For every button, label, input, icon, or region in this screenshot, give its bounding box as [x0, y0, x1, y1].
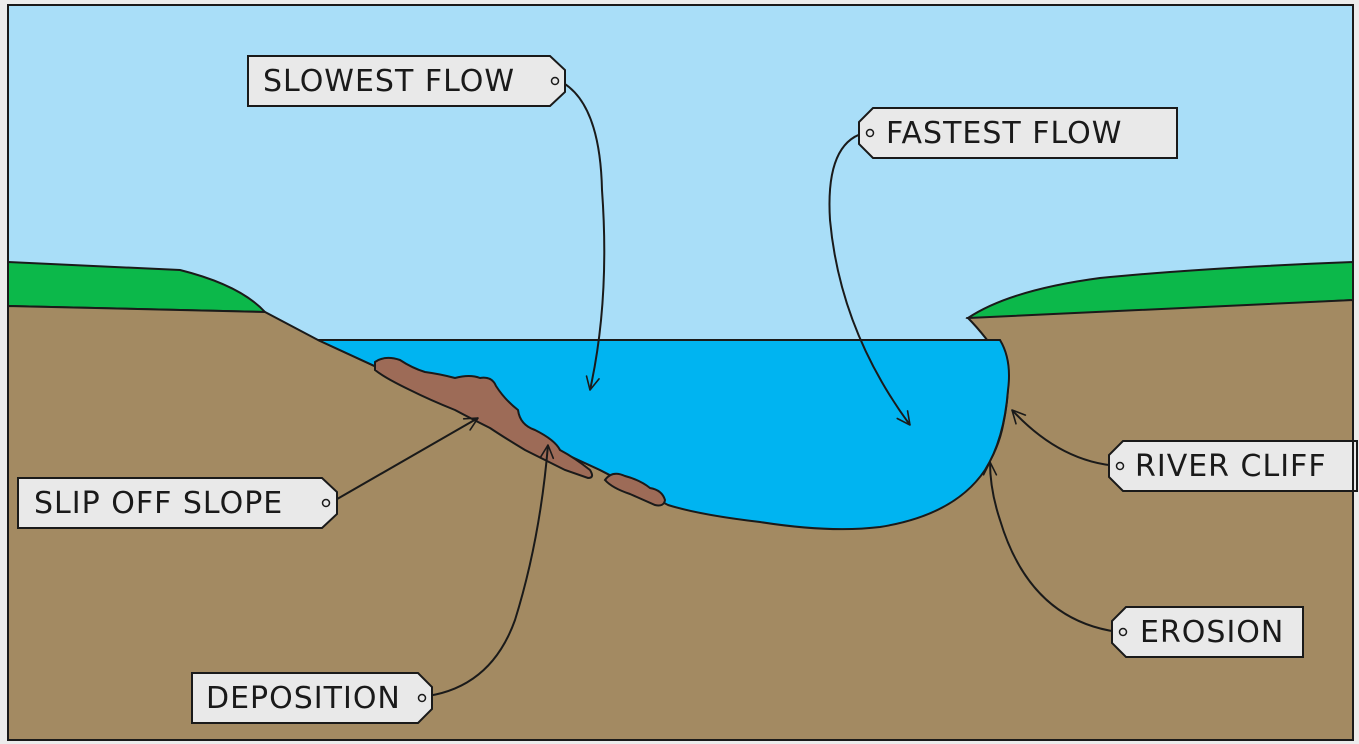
- erosion-arrow: [982, 461, 1119, 633]
- deposition-arrow: [419, 444, 555, 698]
- erosion-tag: EROSION: [1111, 606, 1304, 658]
- slip-off-slope-tag: SLIP OFF SLOPE: [17, 477, 338, 529]
- deposit-large: [374, 356, 594, 480]
- slip-off-slope-label: SLIP OFF SLOPE: [34, 486, 283, 521]
- slip-off-slope-arrow: [324, 417, 479, 507]
- fastest-flow-tag: FASTEST FLOW: [858, 107, 1178, 159]
- slowest-flow-tag: SLOWEST FLOW: [247, 55, 566, 107]
- right-bank-grass: [965, 260, 1354, 322]
- fastest-flow-label: FASTEST FLOW: [886, 116, 1122, 151]
- deposition-label: DEPOSITION: [206, 681, 401, 716]
- deposit-small: [603, 472, 667, 507]
- diagram-frame: [7, 4, 1354, 741]
- river-cliff-arrow: [1011, 409, 1119, 467]
- deposition-tag: DEPOSITION: [191, 672, 433, 724]
- slowest-flow-arrow: [557, 79, 606, 391]
- river-cliff-label: RIVER CLIFF: [1135, 449, 1327, 484]
- erosion-label: EROSION: [1140, 615, 1284, 650]
- fastest-flow-arrow: [828, 131, 911, 426]
- slowest-flow-label: SLOWEST FLOW: [263, 64, 515, 99]
- river-cliff-tag: RIVER CLIFF: [1108, 440, 1358, 492]
